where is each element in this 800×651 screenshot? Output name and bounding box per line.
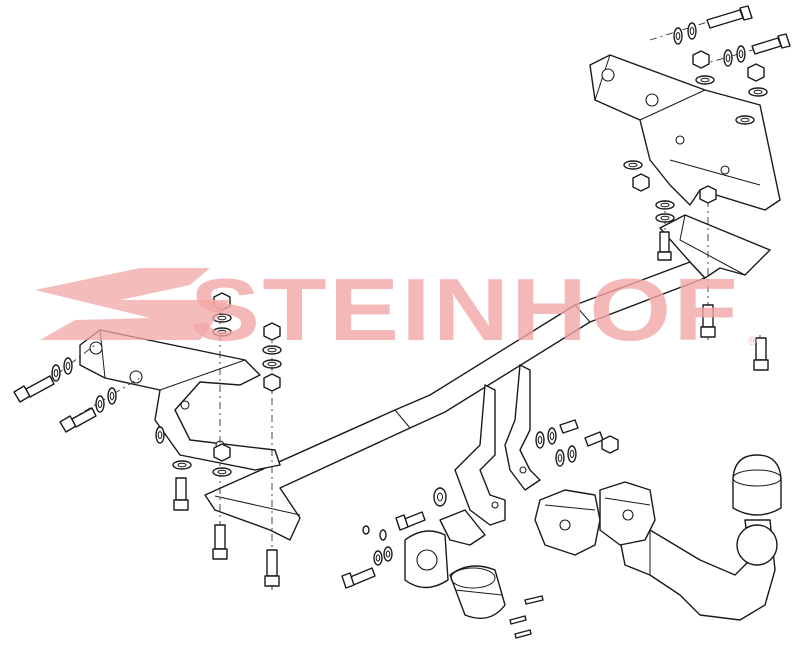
nut <box>213 443 231 462</box>
bolt <box>59 407 97 433</box>
crossbar <box>204 214 771 541</box>
washer <box>362 525 370 535</box>
bolt <box>13 375 55 403</box>
bolt <box>264 549 280 587</box>
nut <box>601 435 619 454</box>
tow-ball-cap <box>732 454 782 516</box>
bolt <box>173 477 189 511</box>
washer <box>212 327 232 337</box>
bolt <box>509 615 527 625</box>
tow-ball-neck <box>619 519 778 621</box>
nut <box>692 50 710 69</box>
bolt <box>657 231 672 261</box>
washer <box>433 487 447 507</box>
washer <box>736 45 746 63</box>
bolt <box>700 304 716 338</box>
washer <box>723 49 733 67</box>
bolt <box>753 337 769 371</box>
washer <box>673 27 683 45</box>
bolt <box>524 595 544 605</box>
bolt <box>559 419 579 434</box>
nut <box>263 373 281 392</box>
washer <box>655 213 675 223</box>
nut <box>632 173 650 192</box>
nut <box>699 185 717 204</box>
washer <box>155 426 165 444</box>
washer <box>687 22 697 40</box>
nut <box>747 63 765 82</box>
washer <box>262 345 282 355</box>
bolt <box>395 511 426 531</box>
washer <box>212 467 232 477</box>
washer <box>379 529 387 541</box>
washer <box>567 445 577 463</box>
washer <box>262 359 282 369</box>
washer <box>735 115 755 125</box>
washer <box>51 364 61 382</box>
washer <box>748 87 768 97</box>
washer <box>383 546 393 562</box>
bolt <box>706 5 753 29</box>
nut <box>213 292 231 311</box>
washer <box>107 387 117 405</box>
bolt <box>514 629 532 639</box>
washer <box>695 75 715 85</box>
lock-mechanism <box>534 481 656 556</box>
bolt <box>341 567 376 589</box>
washer <box>555 449 565 467</box>
washer <box>373 550 383 566</box>
washer <box>63 357 73 375</box>
washer <box>95 395 105 413</box>
washer <box>535 431 545 449</box>
electrical-socket <box>404 530 506 619</box>
washer <box>172 460 192 470</box>
bolt <box>751 33 791 55</box>
bolt <box>212 524 228 560</box>
washer <box>547 427 557 445</box>
socket-plate <box>439 364 541 546</box>
bolt <box>584 431 604 447</box>
nut <box>263 322 281 341</box>
washer <box>212 313 232 323</box>
washer <box>623 160 643 170</box>
washer <box>655 200 675 210</box>
